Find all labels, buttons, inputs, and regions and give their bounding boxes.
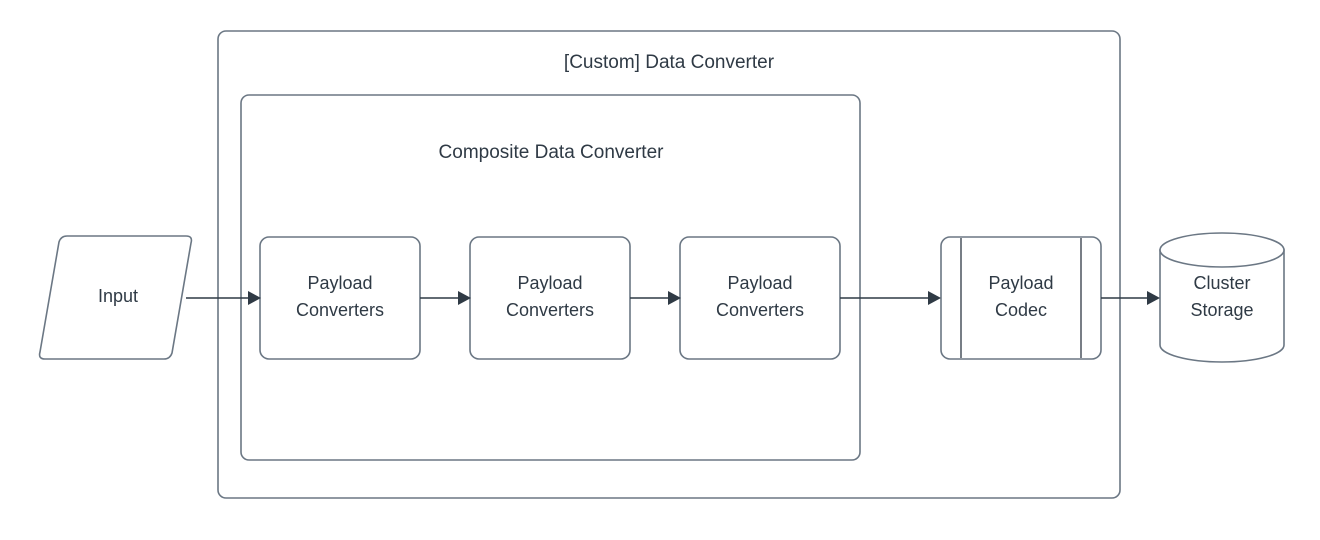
node-payload-converters-1[interactable]: Payload Converters <box>259 236 421 360</box>
node-payload-converters-2-label-line2: Converters <box>506 300 594 320</box>
edge-payload-codec-to-cluster-storage-arrowhead <box>1147 291 1160 305</box>
node-cluster-storage-label-line2: Storage <box>1190 300 1253 320</box>
container-custom-data-converter-label: [Custom] Data Converter <box>564 52 775 73</box>
node-input-shape[interactable] <box>38 235 193 360</box>
edge-payload-converters-3-to-payload-codec <box>840 291 941 305</box>
node-payload-codec-label-line2: Codec <box>995 300 1047 320</box>
node-payload-converters-3-shape[interactable] <box>679 236 841 360</box>
node-payload-converters-3-label-line2: Converters <box>716 300 804 320</box>
node-payload-converters-2-label-line1: Payload <box>517 273 582 293</box>
container-composite-data-converter-label: Composite Data Converter <box>439 142 665 163</box>
node-payload-converters-1-label-line1: Payload <box>307 273 372 293</box>
edge-payload-converters-1-to-2 <box>420 291 471 305</box>
node-input[interactable]: Input <box>38 235 193 360</box>
node-cluster-storage-body[interactable] <box>1159 249 1285 363</box>
edge-payload-converters-1-to-2-arrowhead <box>458 291 471 305</box>
node-payload-codec-shape[interactable] <box>940 236 1102 360</box>
node-cluster-storage-label-line1: Cluster <box>1193 273 1250 293</box>
node-payload-converters-1-label-line2: Converters <box>296 300 384 320</box>
node-payload-converters-2[interactable]: Payload Converters <box>469 236 631 360</box>
edge-payload-converters-2-to-3 <box>630 291 681 305</box>
node-payload-codec-label-line1: Payload <box>988 273 1053 293</box>
node-cluster-storage-top-ellipse <box>1159 232 1285 268</box>
node-cluster-storage[interactable]: Cluster Storage <box>1159 232 1285 363</box>
node-payload-converters-3-label-line1: Payload <box>727 273 792 293</box>
edge-input-to-payload-converters-1 <box>186 291 261 305</box>
node-payload-codec[interactable]: Payload Codec <box>940 236 1102 360</box>
node-payload-converters-3[interactable]: Payload Converters <box>679 236 841 360</box>
edge-payload-converters-2-to-3-arrowhead <box>668 291 681 305</box>
node-payload-converters-1-shape[interactable] <box>259 236 421 360</box>
node-input-label: Input <box>98 286 138 306</box>
edge-payload-codec-to-cluster-storage <box>1101 291 1160 305</box>
edge-payload-converters-3-to-payload-codec-arrowhead <box>928 291 941 305</box>
edge-input-to-payload-converters-1-arrowhead <box>248 291 261 305</box>
node-payload-converters-2-shape[interactable] <box>469 236 631 360</box>
